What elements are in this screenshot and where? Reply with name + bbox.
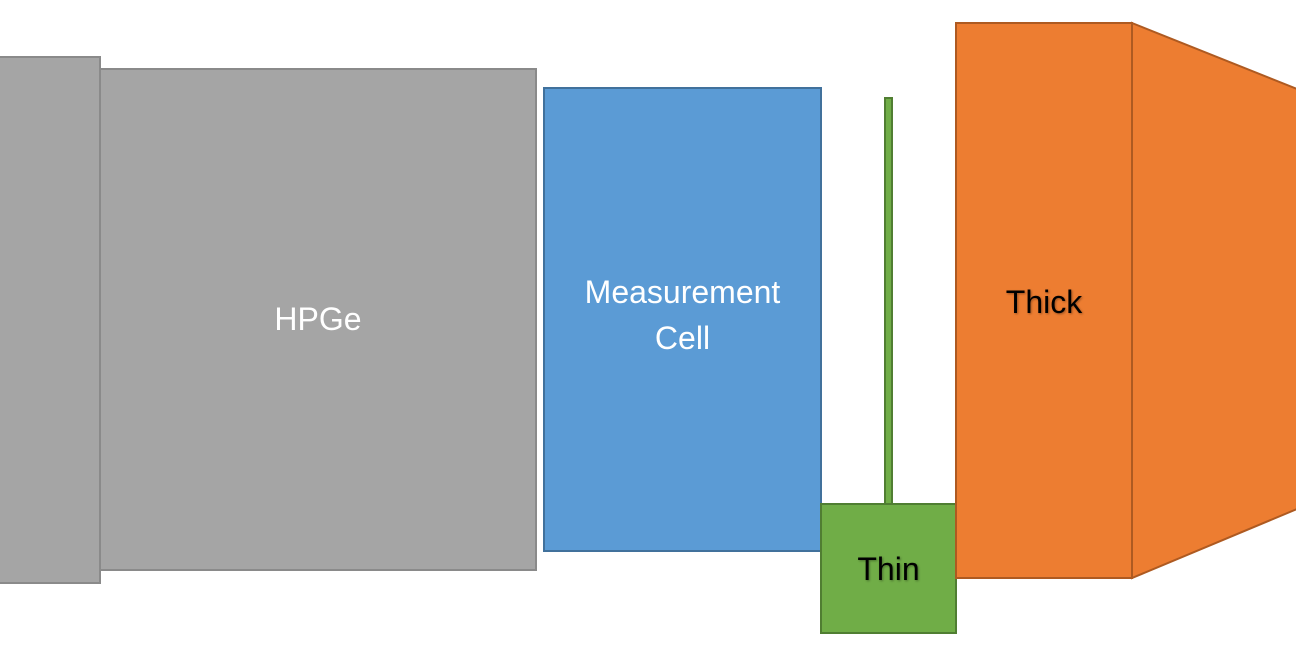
thick-absorber-taper <box>1131 21 1296 580</box>
hpge-detector: HPGe <box>99 68 537 571</box>
thick-absorber-taper-shape <box>1131 21 1296 580</box>
hpge-label: HPGe <box>274 300 362 337</box>
thin-label: Thin <box>857 550 920 587</box>
thick-label: Thick <box>1005 284 1083 320</box>
measurement-cell-label: Measurement Cell <box>584 274 781 356</box>
thin-absorber-stem <box>884 97 893 505</box>
thick-absorber: Thick <box>955 22 1133 579</box>
thin-absorber: Thin <box>820 503 957 634</box>
hpge-end-cap <box>0 56 101 584</box>
measurement-cell: Measurement Cell <box>543 87 822 552</box>
